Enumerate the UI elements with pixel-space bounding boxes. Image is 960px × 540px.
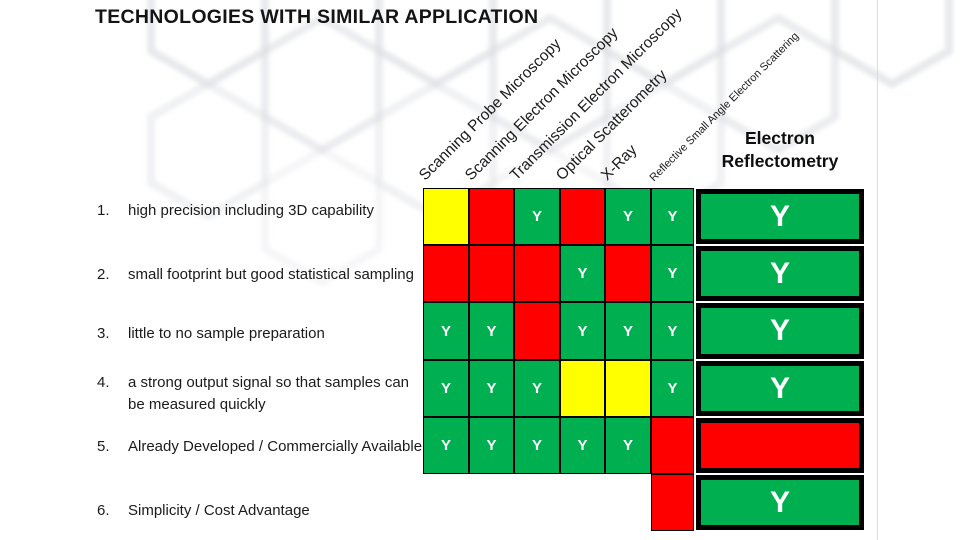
matrix-cell-r6-c6 (651, 474, 694, 531)
slide-right-edge (877, 0, 878, 540)
matrix-cell-r5-c5: Y (605, 417, 651, 474)
matrix-cell-r1-c6: Y (651, 188, 694, 245)
matrix-cell-r1-c2 (469, 188, 514, 245)
er-header-line2: Reflectometry (721, 151, 839, 171)
criterion-text: Simplicity / Cost Advantage (128, 502, 310, 519)
er-cell-r2: Y (696, 246, 864, 301)
er-cell-r3: Y (696, 303, 864, 359)
criterion-text: high precision including 3D capability (128, 202, 374, 219)
er-cell-r5 (696, 418, 864, 473)
matrix-cell-r1-c1 (423, 188, 469, 245)
slide-title: TECHNOLOGIES WITH SIMILAR APPLICATION (95, 6, 539, 28)
matrix-cell-r2-c1 (423, 245, 469, 302)
criterion-3: 3. little to no sample preparation (97, 323, 428, 345)
matrix-cell-r2-c2 (469, 245, 514, 302)
matrix-cell-r1-c5: Y (605, 188, 651, 245)
matrix-cell-r1-c3: Y (514, 188, 560, 245)
matrix-cell-r4-c5 (605, 360, 651, 417)
matrix-cell-r2-c4: Y (560, 245, 605, 302)
criterion-text: a strong output signal so that samples c… (128, 374, 410, 413)
matrix-cell-r2-c3 (514, 245, 560, 302)
criterion-number: 5. (97, 438, 110, 455)
criterion-4: 4. a strong output signal so that samples… (97, 372, 428, 415)
criterion-6: 6. Simplicity / Cost Advantage (97, 500, 428, 522)
er-cell-r4: Y (696, 361, 864, 416)
matrix-cell-r3-c2: Y (469, 302, 514, 360)
matrix-cell-r4-c6: Y (651, 360, 694, 417)
matrix-cell-r4-c1: Y (423, 360, 469, 417)
matrix-cell-r3-c4: Y (560, 302, 605, 360)
criterion-number: 1. (97, 202, 110, 219)
criterion-1: 1. high precision including 3D capability (97, 200, 428, 222)
criterion-text: Already Developed / Commercially Availab… (128, 438, 423, 455)
er-cell-r6: Y (696, 475, 864, 530)
matrix-cell-r2-c5 (605, 245, 651, 302)
criterion-2: 2. small footprint but good statistical s… (97, 264, 428, 286)
matrix-cell-r3-c1: Y (423, 302, 469, 360)
criterion-number: 2. (97, 266, 110, 283)
matrix-cell-r4-c2: Y (469, 360, 514, 417)
criterion-text: small footprint but good statistical sam… (128, 266, 414, 283)
er-cell-r1: Y (696, 189, 864, 244)
criterion-5: 5. Already Developed / Commercially Avail… (97, 436, 428, 458)
matrix-cell-r2-c6: Y (651, 245, 694, 302)
criterion-text: little to no sample preparation (128, 325, 325, 342)
matrix-cell-r3-c3 (514, 302, 560, 360)
criterion-number: 6. (97, 502, 110, 519)
matrix-cell-r3-c6: Y (651, 302, 694, 360)
matrix-cell-r5-c6 (651, 417, 694, 474)
matrix-cell-r3-c5: Y (605, 302, 651, 360)
matrix-cell-r5-c2: Y (469, 417, 514, 474)
criterion-number: 4. (97, 374, 110, 391)
matrix-cell-r1-c4 (560, 188, 605, 245)
electron-reflectometry-header: Electron Reflectometry (694, 127, 866, 173)
matrix-cell-r5-c1: Y (423, 417, 469, 474)
hexagon-watermark (147, 0, 953, 286)
er-header-line1: Electron (744, 128, 816, 148)
criterion-number: 3. (97, 325, 110, 342)
matrix-cell-r4-c3: Y (514, 360, 560, 417)
matrix-cell-r4-c4 (560, 360, 605, 417)
matrix-cell-r5-c3: Y (514, 417, 560, 474)
matrix-cell-r5-c4: Y (560, 417, 605, 474)
